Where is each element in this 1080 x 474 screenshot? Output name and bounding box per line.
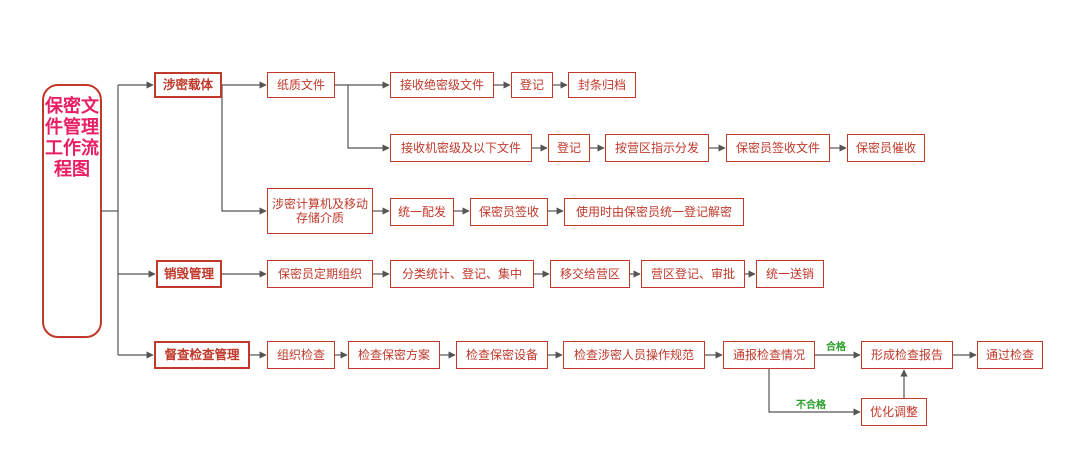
node-optimize-adjust: 优化调整 xyxy=(861,398,927,426)
diagram-title: 保密文件管理工作流程图 xyxy=(45,96,99,180)
node-distribute: 按营区指示分发 xyxy=(605,134,709,162)
diagram-title-box: 保密文件管理工作流程图 xyxy=(42,84,102,338)
connector-8 xyxy=(347,85,390,152)
node-officer-sign: 保密员签收文件 xyxy=(726,134,830,162)
node-computer-media: 涉密计算机及移动存储介质 xyxy=(267,188,373,234)
node-register-2: 登记 xyxy=(548,134,590,162)
node-form-report: 形成检查报告 xyxy=(861,341,953,369)
node-organize-inspection: 组织检查 xyxy=(267,341,335,369)
branch-inspect: 督查检查管理 xyxy=(154,341,250,369)
node-use-decrypt: 使用时由保密员统一登记解密 xyxy=(564,198,744,226)
node-receive-confidential: 接收机密级及以下文件 xyxy=(390,134,532,162)
node-periodic-organize: 保密员定期组织 xyxy=(267,260,373,288)
node-check-equipment: 检查保密设备 xyxy=(456,341,548,369)
branch-destroy: 销毁管理 xyxy=(156,260,222,288)
label-pass: 合格 xyxy=(826,342,846,353)
node-officer-collect: 保密员催收 xyxy=(847,134,925,162)
node-classify-collect: 分类统计、登记、集中 xyxy=(390,260,534,288)
node-register-1: 登记 xyxy=(511,72,553,98)
node-hand-over: 移交给营区 xyxy=(550,260,630,288)
connector-30 xyxy=(768,369,861,416)
node-receive-top-secret: 接收绝密级文件 xyxy=(390,72,494,98)
node-passed-inspection: 通过检查 xyxy=(977,341,1043,369)
node-officer-receive: 保密员签收 xyxy=(470,198,548,226)
node-paper-files: 纸质文件 xyxy=(267,72,335,98)
node-camp-approve: 营区登记、审批 xyxy=(641,260,745,288)
node-unified-issue: 统一配发 xyxy=(390,198,454,226)
node-seal-archive: 封条归档 xyxy=(568,72,636,98)
branch-carrier: 涉密载体 xyxy=(154,72,222,98)
node-check-personnel: 检查涉密人员操作规范 xyxy=(563,341,705,369)
connector-6 xyxy=(221,85,267,215)
label-fail: 不合格 xyxy=(796,400,826,411)
node-report-status: 通报检查情况 xyxy=(723,341,815,369)
node-check-plan: 检查保密方案 xyxy=(348,341,440,369)
node-unified-destroy: 统一送销 xyxy=(756,260,824,288)
